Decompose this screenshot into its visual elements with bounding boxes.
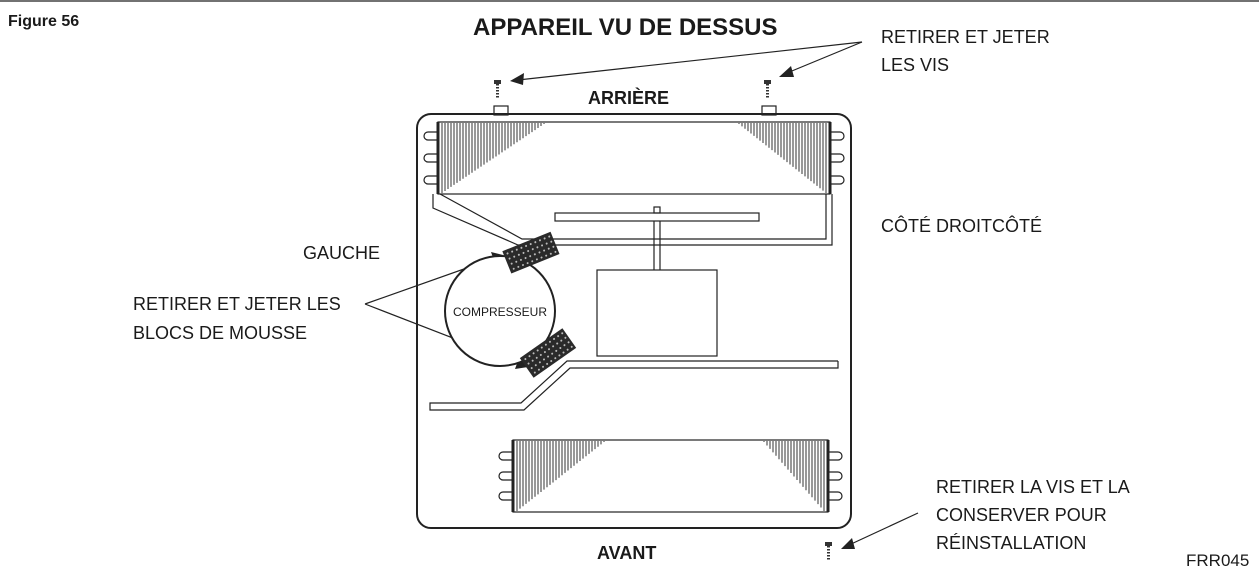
rear-condenser-coil — [423, 121, 845, 195]
fan-motor — [596, 269, 718, 357]
fan-bar — [554, 212, 760, 222]
diagram-title: APPAREIL VU DE DESSUS — [473, 14, 778, 41]
front-evaporator-coil — [498, 439, 843, 513]
figure-label: Figure 56 — [8, 13, 79, 30]
motor-shaft — [653, 206, 661, 270]
remove-screws-label-line1: RETIRER ET JETER — [881, 27, 1050, 47]
arrow-to-rear-screws — [510, 41, 863, 85]
compressor — [444, 255, 556, 367]
foam-block-top — [502, 231, 560, 274]
right-side-label: CÔTÉ DROITCÔTÉ — [881, 215, 1042, 236]
keep-screw-label-line1: RETIRER LA VIS ET LA — [936, 477, 1130, 497]
upper-partition — [432, 193, 833, 246]
remove-foam-label-line2: BLOCS DE MOUSSE — [133, 323, 307, 343]
rear-tab-right — [761, 105, 777, 116]
remove-foam-label-line1: RETIRER ET JETER LES — [133, 294, 341, 314]
rear-label: ARRIÈRE — [588, 87, 669, 108]
left-label: GAUCHE — [303, 243, 380, 263]
screw-icon-rear-left — [494, 80, 501, 99]
compressor-label: COMPRESSEUR — [453, 305, 547, 319]
lower-partition — [429, 360, 839, 411]
remove-screws-label-line2: LES VIS — [881, 55, 949, 75]
front-label: AVANT — [597, 543, 656, 563]
screw-icon-front — [825, 542, 832, 561]
keep-screw-label-line3: RÉINSTALLATION — [936, 533, 1086, 553]
keep-screw-label-line2: CONSERVER POUR — [936, 505, 1107, 525]
reference-code: FRR045 — [1186, 551, 1249, 570]
arrow-to-front-screw — [841, 512, 919, 549]
foam-block-bottom — [519, 328, 577, 378]
screw-icon-rear-right — [764, 80, 771, 99]
rear-tab-left — [493, 105, 509, 116]
unit-outline — [416, 113, 852, 529]
